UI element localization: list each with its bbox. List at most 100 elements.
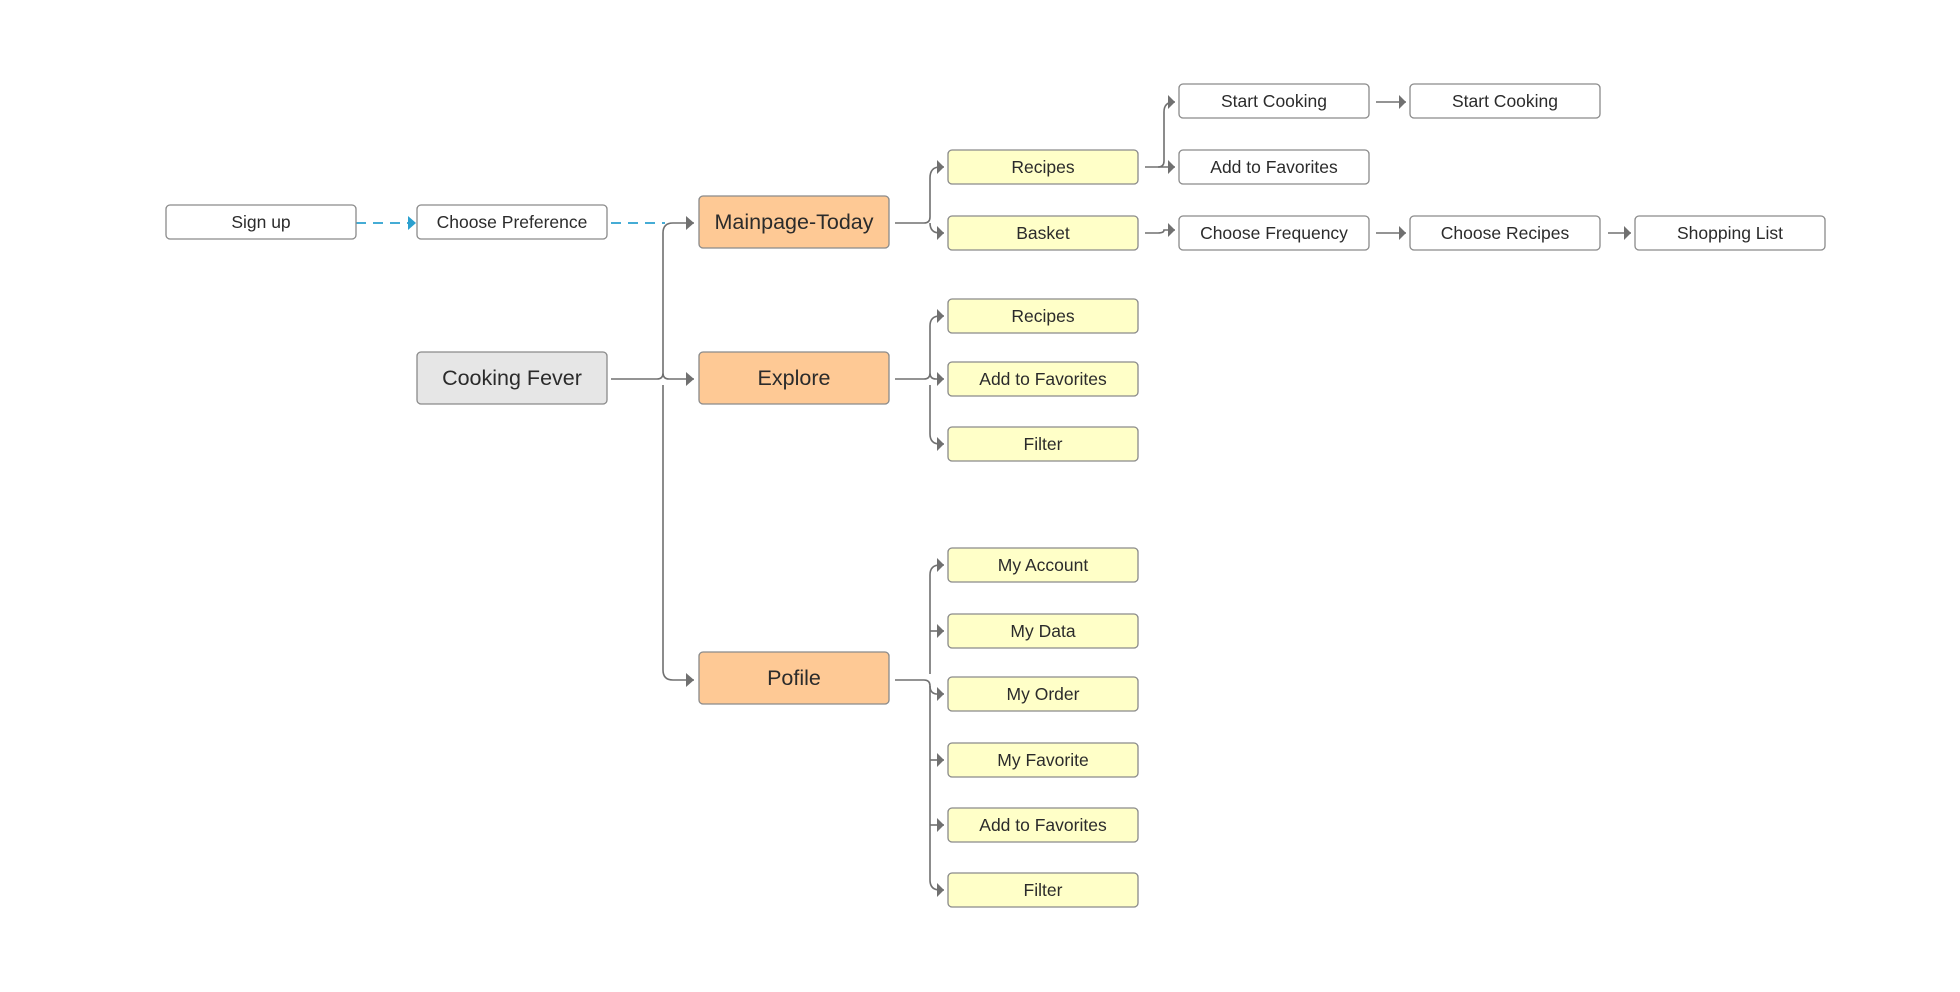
node-mainpage-today[interactable]: Mainpage-Today [698,195,890,249]
node-cooking-fever[interactable]: Cooking Fever [416,351,608,405]
node-box [947,872,1139,908]
node-label: My Favorite [997,750,1088,770]
node-label: Explore [758,366,831,390]
node-label: Choose Preference [437,212,588,232]
node-label: Filter [1024,880,1063,900]
node-box [947,807,1139,843]
arrowhead-my-account [937,558,944,572]
node-label: Recipes [1011,306,1074,326]
connector-root-mainpage [662,222,694,373]
arrowhead-start-cooking-1 [1168,95,1175,109]
arrowhead-main-basket [937,226,944,240]
arrowhead-my-data [937,624,944,638]
connector-recipes-startcooking [1145,101,1175,168]
node-box [947,742,1139,778]
node-box [1178,149,1370,185]
node-label: Choose Recipes [1441,223,1570,243]
node-box [416,204,608,240]
node-box [1634,215,1826,251]
node-label: Add to Favorites [979,815,1107,835]
arrowhead-preference [408,216,416,230]
connector-basket-frequency [1145,229,1175,234]
arrowhead-choose-recipes [1399,226,1406,240]
node-explore[interactable]: Explore [698,351,890,405]
node-label: Start Cooking [1452,91,1558,111]
connector-root-pofile [662,385,694,681]
node-label: Basket [1016,223,1070,243]
node-label: My Data [1010,621,1075,641]
node-my-order[interactable]: My Order [947,676,1139,712]
node-my-account[interactable]: My Account [947,547,1139,583]
arrowhead-main-recipes [937,160,944,174]
connector-mainpage-recipes [895,166,944,224]
node-box [698,195,890,249]
node-box [1178,215,1370,251]
node-label: My Account [998,555,1089,575]
node-box [947,676,1139,712]
connector-explore-addfavorites [923,372,944,380]
node-my-favorite[interactable]: My Favorite [947,742,1139,778]
node-box [947,298,1139,334]
node-sign-up[interactable]: Sign up [165,204,357,240]
node-box [1409,215,1601,251]
arrowhead-choose-frequency [1168,223,1175,237]
arrowhead-mainpage [686,216,694,230]
arrowhead-explore-add-favorites [937,372,944,386]
node-box [947,547,1139,583]
arrowhead-profile-filter [937,883,944,897]
node-box [947,149,1139,185]
node-box [1178,83,1370,119]
node-label: Mainpage-Today [715,210,874,234]
node-label: Cooking Fever [442,366,582,390]
nodes: Sign up Choose Preference Cooking Fever … [165,83,1826,908]
connector-root-explore [656,372,694,380]
node-profile-add-to-favorites[interactable]: Add to Favorites [947,807,1139,843]
node-shopping-list[interactable]: Shopping List [1634,215,1826,251]
node-explore-add-to-favorites[interactable]: Add to Favorites [947,361,1139,397]
node-label: My Order [1007,684,1080,704]
connector-pofile-spine [929,564,944,674]
node-my-data[interactable]: My Data [947,613,1139,649]
node-explore-filter[interactable]: Filter [947,426,1139,462]
arrowhead-shopping-list [1624,226,1631,240]
node-label: Add to Favorites [979,369,1107,389]
node-box [698,351,890,405]
node-start-cooking-2[interactable]: Start Cooking [1409,83,1601,119]
connector-explore-filter [929,385,944,445]
node-main-add-to-favorites[interactable]: Add to Favorites [1178,149,1370,185]
arrowhead-start-cooking-2 [1399,95,1406,109]
arrowhead-explore-recipes [937,309,944,323]
node-choose-recipes[interactable]: Choose Recipes [1409,215,1601,251]
node-explore-recipes[interactable]: Recipes [947,298,1139,334]
node-box [165,204,357,240]
node-label: Sign up [231,212,290,232]
node-box [1409,83,1601,119]
arrowhead-explore-filter [937,437,944,451]
arrowheads [408,95,1631,897]
node-profile-filter[interactable]: Filter [947,872,1139,908]
node-start-cooking-1[interactable]: Start Cooking [1178,83,1370,119]
node-label: Pofile [767,666,821,690]
node-label: Add to Favorites [1210,157,1338,177]
node-pofile[interactable]: Pofile [698,651,890,705]
node-choose-preference[interactable]: Choose Preference [416,204,608,240]
node-label: Shopping List [1677,223,1783,243]
arrowhead-my-order [937,687,944,701]
node-box [947,613,1139,649]
node-box [947,361,1139,397]
connector-explore-recipes [929,315,944,373]
arrowhead-explore [686,372,694,386]
node-main-basket[interactable]: Basket [947,215,1139,251]
node-choose-frequency[interactable]: Choose Frequency [1178,215,1370,251]
node-box [947,215,1139,251]
arrowhead-main-add-favorites [1168,160,1175,174]
connector-pofile-spine-lower [929,686,944,891]
node-label: Start Cooking [1221,91,1327,111]
arrowhead-pofile [686,673,694,687]
node-main-recipes[interactable]: Recipes [947,149,1139,185]
node-box [698,651,890,705]
arrowhead-profile-add-favorites [937,818,944,832]
node-box [416,351,608,405]
arrowhead-my-favorite [937,753,944,767]
